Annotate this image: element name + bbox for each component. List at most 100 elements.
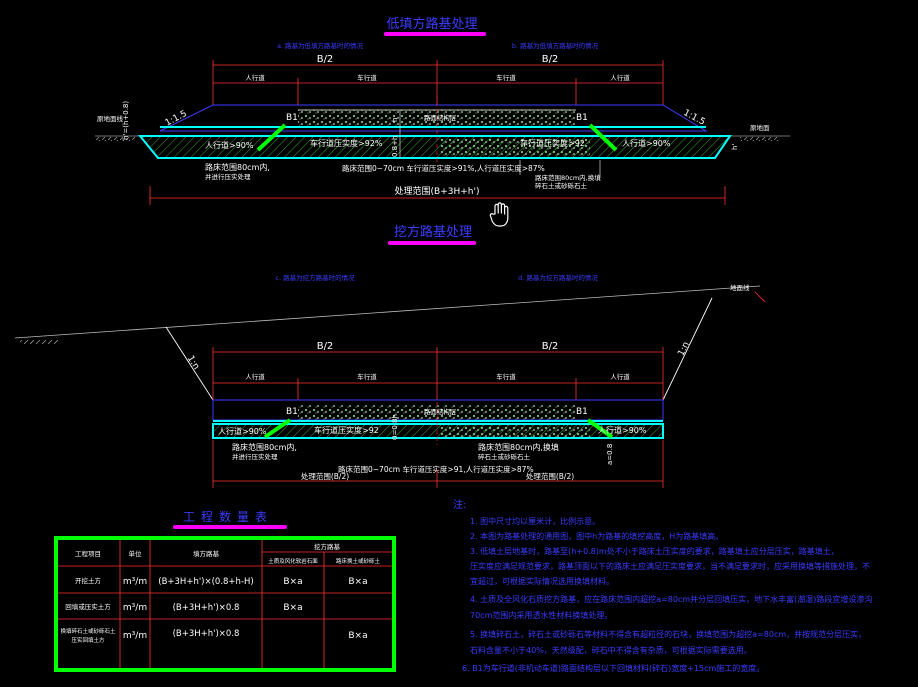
top-roadway-left: 车行道 — [357, 73, 377, 82]
mid-dimensions — [212, 347, 664, 400]
top-slope-right: 1:1.5 — [682, 108, 707, 128]
top-treatment-gravel — [440, 138, 590, 156]
top-compact-road-left: 车行道压实度>92% — [310, 138, 383, 148]
mid-compact-walk-left: 人行道>90% — [218, 426, 267, 436]
note-1: 1. 图中尺寸均以厘米计，比例示意。 — [470, 516, 600, 526]
top-ground-left-label: 原地面线 — [97, 114, 124, 123]
th-cut-sub1: 土质及风化软岩石面 — [268, 557, 318, 565]
mid-sidewalk-right: 人行道 — [610, 372, 630, 381]
top-slope-left: 1:1.5 — [164, 109, 189, 129]
mid-note-right2: 碎石土或砂砾石土 — [478, 452, 531, 461]
note-3b: 压实度应满足规范要求，路基顶面以下的路床土应满足压实度要求，当不满足要求时，应采… — [470, 561, 870, 571]
quantity-table — [54, 536, 396, 672]
top-b1-right: B1 — [576, 113, 588, 123]
top-note-right2: 碎石土或砂砾石土 — [535, 181, 588, 190]
mid-treatment-gravel — [440, 425, 590, 437]
top-compact-road-right: 车行道压实度>92 — [520, 138, 585, 148]
top-depth-mark: 0.8+h — [391, 136, 399, 157]
top-sub-left: a. 路基为低填方路基时的情况 — [277, 41, 364, 50]
mid-compact-road-left: 车行道压实度>92 — [314, 425, 379, 435]
mid-pavement: 路面结构层 — [424, 407, 457, 416]
th-cut-sub2: 路床换土或砂砾土 — [336, 557, 381, 565]
top-b1-left: B1 — [286, 113, 298, 123]
top-half-left: B/2 — [317, 54, 334, 65]
top-pavement: 路面结构层 — [424, 113, 457, 122]
top-note-right: 路床范围80cm内,换填 — [535, 173, 601, 182]
hand-cursor-icon — [489, 202, 509, 227]
mid-slope-left — [165, 326, 214, 401]
top-dimensions — [212, 60, 664, 105]
top-note-left2: 并进行压实处理 — [205, 172, 251, 181]
title-cut: 挖方路基处理 — [394, 224, 472, 240]
row1-cut1: B×a — [283, 577, 302, 587]
mid-ground-hatch — [20, 340, 58, 344]
note-3: 3. 低填土层地基时，路基至(h+0.8)m处不小于路床土压实度的要求，路基填土… — [470, 546, 839, 556]
note-6: 6. B1为车行道(非机动车道)路面结构层以下回填材料(碎石)宽度+15cm施工… — [462, 663, 764, 673]
title-table: 工程数量表 — [183, 509, 273, 524]
mid-sub-right: d. 路基为挖方路基时的情况 — [518, 273, 598, 282]
mid-depth-mark: 0=0.8h — [391, 414, 399, 440]
mid-b1-left: B1 — [286, 407, 298, 417]
mid-ground-pointer — [754, 291, 766, 303]
mid-sub-left: c. 路基为挖方路基时的情况 — [275, 273, 355, 282]
top-note-center: 路床范围0~70cm 车行道压实度>91%,人行道压实度>87% — [342, 163, 545, 173]
row2-fill: (B+3H+h')×0.8 — [173, 603, 240, 613]
row3-unit: m³/m — [123, 631, 147, 641]
row1-fill: (B+3H+h')×(0.8+h-H) — [158, 577, 253, 587]
th-cut: 挖方路基 — [314, 542, 341, 551]
th-item: 工程项目 — [75, 549, 101, 558]
row2-item: 回填或压实土方 — [65, 602, 111, 611]
top-embankment — [159, 104, 708, 132]
top-half-right: B/2 — [542, 54, 559, 65]
top-note-left: 路床范围80cm内, — [205, 162, 270, 172]
note-4: 4. 土质及全风化石质挖方路基，应在路床范围内超挖a=80cm并分层回填压实，地… — [470, 594, 872, 604]
mid-depth-mark-right: a=0.8 — [606, 444, 614, 465]
mid-b1-right: B1 — [576, 407, 588, 417]
row1-item: 开挖土方 — [75, 576, 102, 585]
top-ground-hatch-left — [95, 137, 135, 141]
notes-list: 1. 图中尺寸均以厘米计，比例示意。 2. 本图为路基处理的通用图，图中h为路基… — [462, 516, 872, 673]
mid-note-left: 路床范围80cm内, — [232, 442, 297, 452]
mid-slope-right — [662, 297, 713, 401]
top-compact-walk-left: 人行道>90% — [205, 140, 254, 150]
notes-label: 注: — [453, 498, 466, 511]
row2-unit: m³/m — [123, 603, 147, 613]
title-low-fill: 低填方路基处理 — [386, 16, 477, 32]
top-depth-right: h' — [731, 144, 739, 150]
top-sidewalk-right: 人行道 — [610, 73, 630, 82]
mid-half-right: B/2 — [542, 341, 559, 352]
row3-item: 换填碎石土或砂砾石土 — [60, 627, 116, 635]
mid-note-center: 路床范围0~70cm 车行道压实度>91,人行道压实度>87% — [338, 464, 534, 474]
top-ground-hatch-right — [740, 137, 780, 141]
mid-slope-left-label: 1:n — [185, 354, 201, 372]
mid-note-left2: 并进行压实处理 — [232, 452, 278, 461]
row1-cut2: B×a — [348, 577, 367, 587]
mid-roadway-left: 车行道 — [357, 372, 377, 381]
th-fill: 填方路基 — [193, 549, 220, 558]
top-sidewalk-left: 人行道 — [245, 73, 265, 82]
note-4b: 70cm范围内采用透水性材料换填处理。 — [470, 610, 612, 620]
note-5: 5. 换填碎石土，碎石土或砂砾石等材料不得含有超粒径的石块，换填范围为超挖a=8… — [470, 629, 866, 639]
top-sub-right: b. 路基为低填方路基时的情况 — [512, 41, 599, 50]
top-b1-right-green — [588, 123, 618, 152]
note-3c: 宜超过，可根据实际情况选用换填材料。 — [470, 576, 614, 586]
top-compact-walk-right: 人行道>90% — [622, 138, 671, 148]
mid-compact-walk-right: 人行道>90% — [598, 425, 647, 435]
mid-extent-dim — [212, 440, 664, 488]
top-ground-right-label: 原地面 — [750, 123, 770, 132]
mid-sidewalk-left: 人行道 — [245, 372, 265, 381]
top-depth-left: h'=(h+0.8) — [122, 101, 130, 140]
note-2: 2. 本图为路基处理的通用图，图中h为路基的填挖高度，H为路基填高。 — [470, 531, 723, 541]
row3-fill: (B+3H+h')×0.8 — [173, 629, 240, 639]
mid-b1-right-green — [586, 418, 614, 439]
top-extent-dim — [149, 186, 726, 205]
mid-ground-right-label: 地面线 — [730, 283, 750, 292]
mid-slope-right-label: 1:n — [677, 340, 692, 357]
mid-roadway-right: 车行道 — [496, 372, 516, 381]
mid-extent-right: 处理范围(B/2) — [526, 471, 574, 481]
th-unit: 单位 — [129, 549, 143, 558]
mid-ground-line — [14, 285, 761, 339]
mid-extent-left: 处理范围(B/2) — [301, 471, 349, 481]
mid-half-left: B/2 — [317, 341, 334, 352]
